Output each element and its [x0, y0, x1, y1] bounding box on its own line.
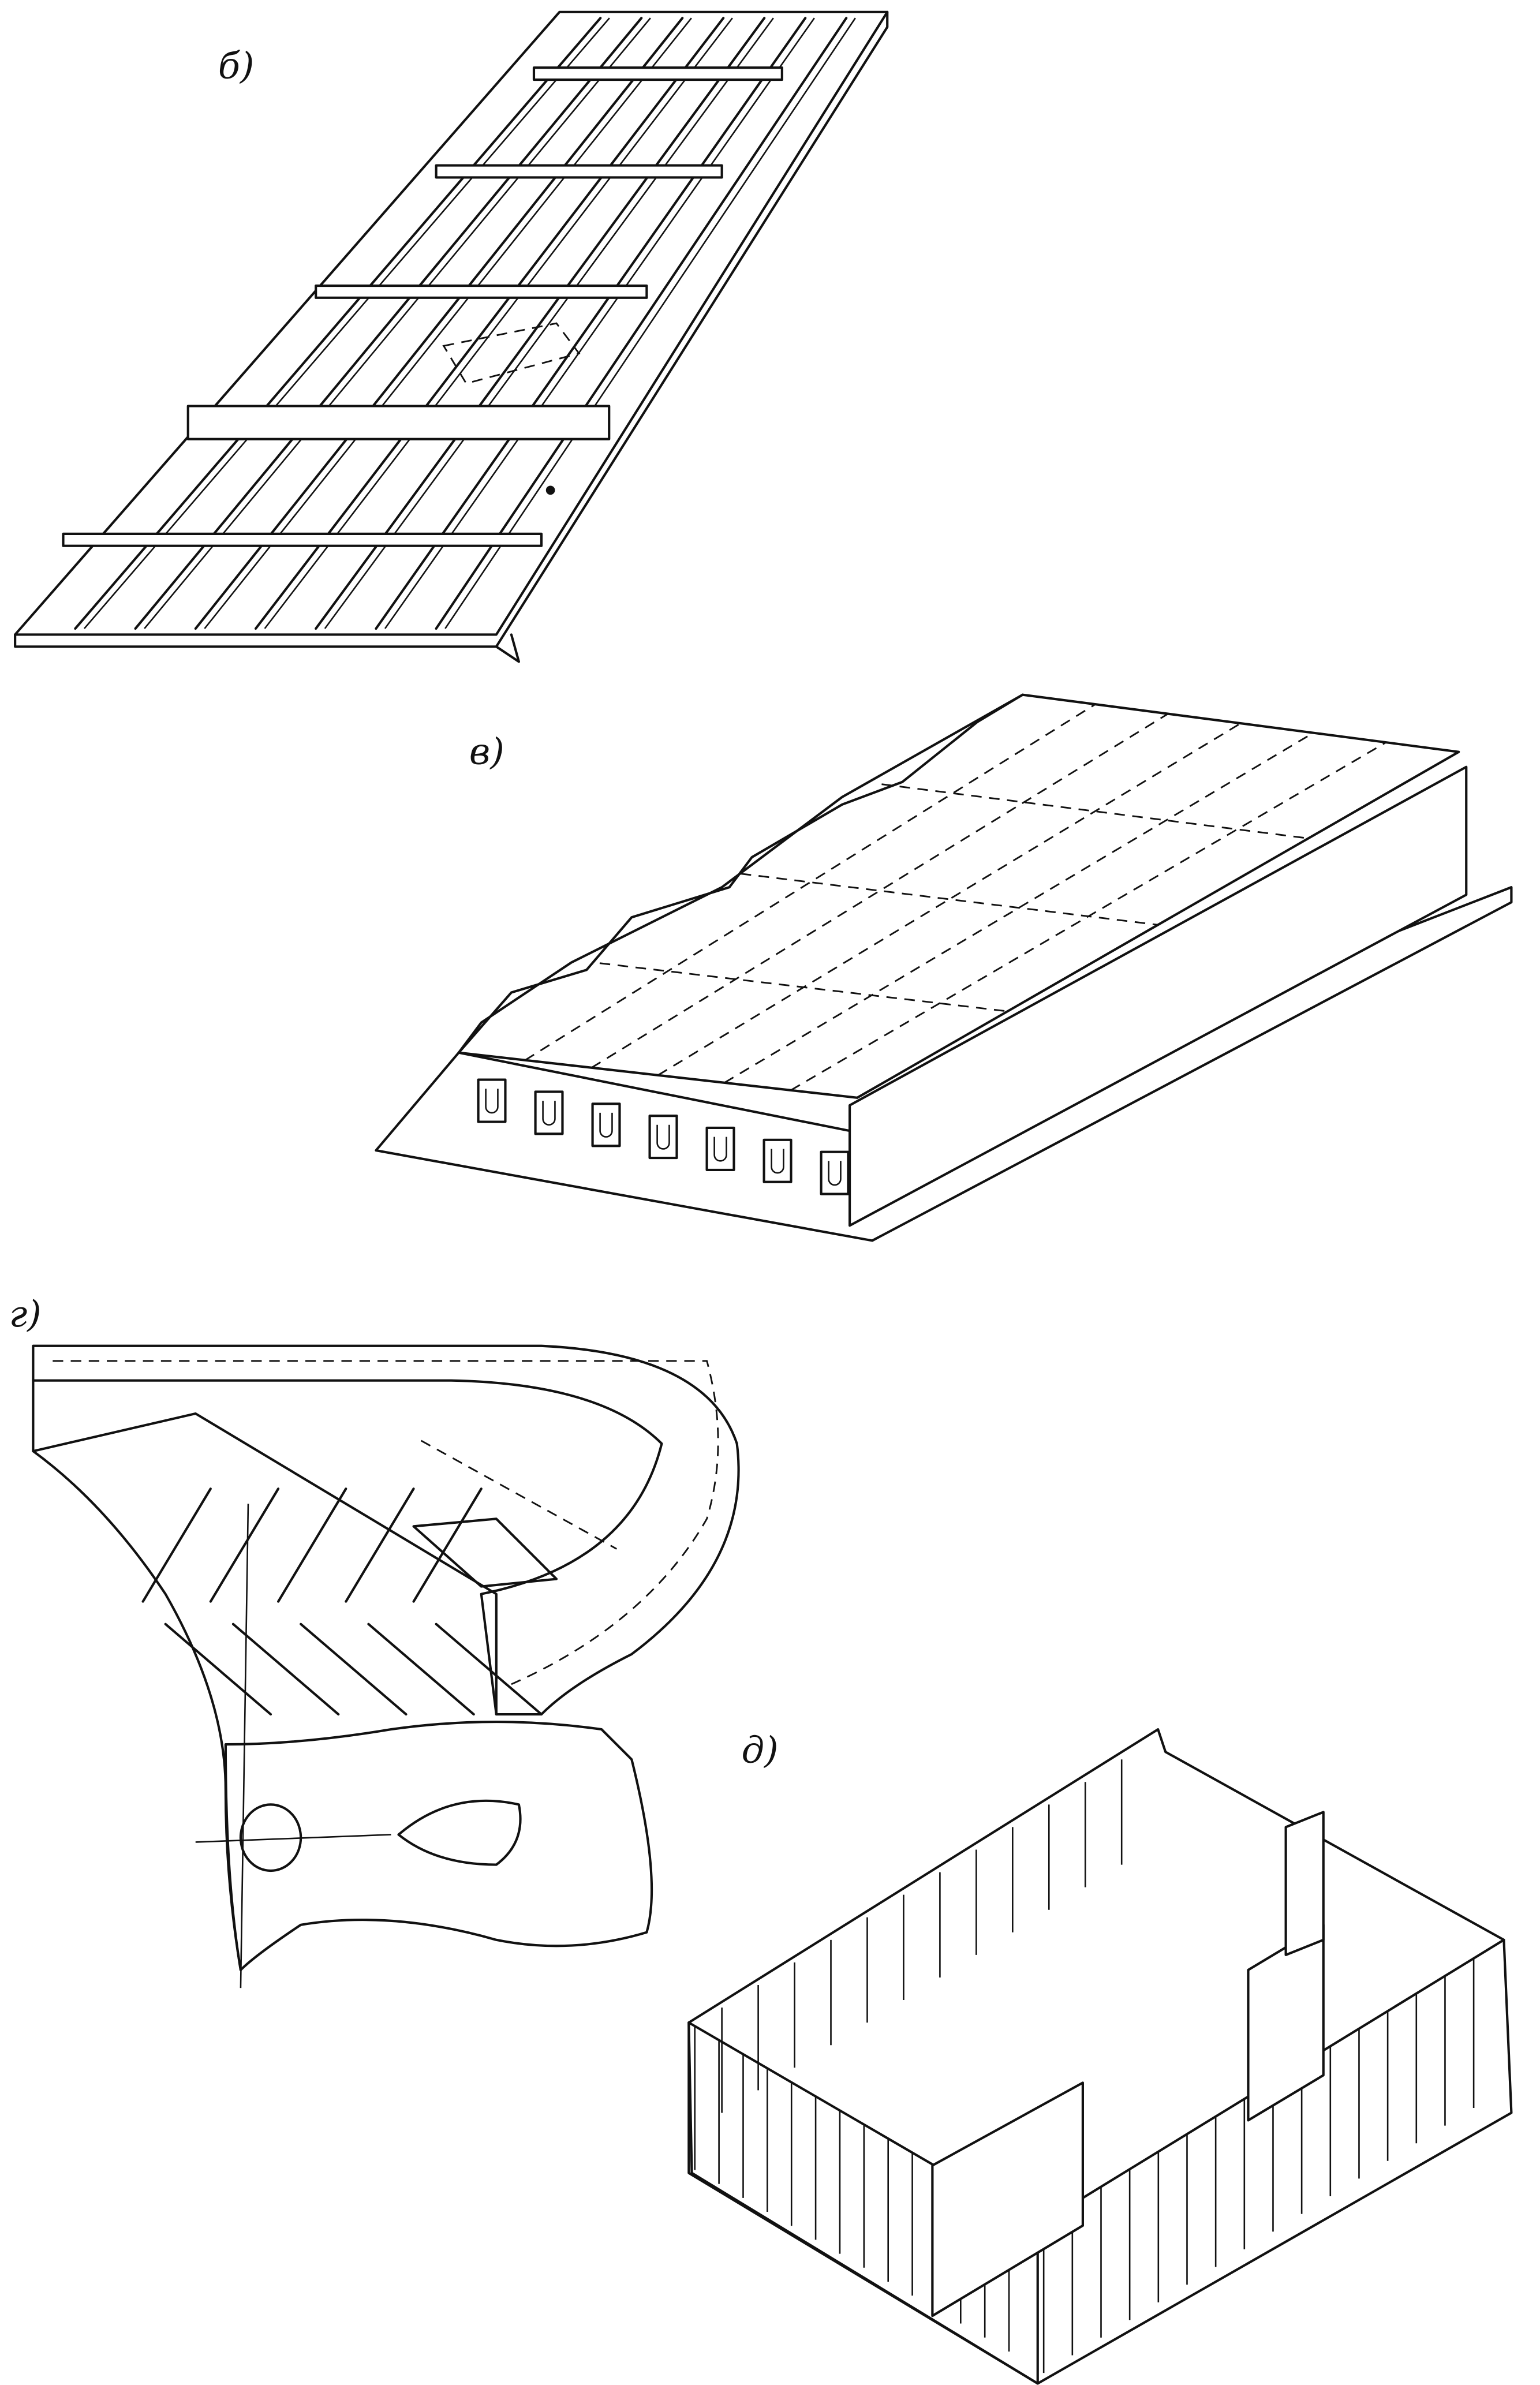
- stiffener-line: [384, 17, 815, 629]
- transverse-frame: [435, 164, 723, 179]
- panel-b-stiffened-plate: б): [14, 10, 889, 663]
- stiffener-line: [144, 17, 651, 629]
- stiffener-line: [375, 17, 807, 630]
- panel-v-double-bottom: в): [375, 693, 1513, 1242]
- vertical-stiffeners: [694, 1759, 1475, 2373]
- lightening-hole: [771, 1149, 784, 1174]
- frame-line: [231, 1623, 340, 1716]
- dashed-line: [724, 732, 1314, 1084]
- dashed-line: [591, 713, 1169, 1068]
- transverse-frame: [315, 284, 648, 299]
- transverse-frame: [62, 532, 543, 547]
- lightening-hole: [656, 1124, 670, 1150]
- floors: [477, 1078, 850, 1195]
- floor-plate: [705, 1126, 735, 1172]
- lightening-hole: [542, 1101, 556, 1126]
- stiffener-line: [254, 17, 725, 630]
- lightening-hole: [599, 1112, 613, 1138]
- transverse-frames: [62, 66, 783, 547]
- frame-line: [345, 1487, 415, 1603]
- frame-line: [276, 1487, 347, 1603]
- stiffener-line: [264, 17, 733, 629]
- floor-plate: [534, 1090, 564, 1135]
- stiffener-line: [194, 17, 684, 630]
- stiffener-line: [315, 17, 766, 630]
- panel-g-bow-section: г): [9, 1293, 740, 1988]
- panel-label-g: г): [9, 1293, 42, 1335]
- stiffener-line: [134, 17, 643, 630]
- dashed-line: [741, 873, 1158, 926]
- panel-label-v: в): [469, 730, 504, 772]
- stiffener-line: [435, 17, 848, 630]
- stiffener-line: [324, 17, 774, 629]
- frame-line: [141, 1487, 212, 1603]
- panel-d-bulkhead-block: д): [687, 1728, 1513, 2385]
- lightening-hole: [713, 1137, 727, 1162]
- dashed-line: [599, 962, 1008, 1012]
- hidden-structure-lines: [525, 703, 1387, 1091]
- panel-label-b: б): [218, 44, 255, 87]
- dashed-line: [657, 722, 1242, 1076]
- stiffener-line: [74, 17, 602, 630]
- longitudinal-stiffeners: [74, 17, 856, 630]
- floor-plate: [477, 1078, 507, 1123]
- lightening-hole: [828, 1161, 842, 1186]
- floor-plate: [762, 1138, 793, 1183]
- lightening-hole: [485, 1089, 499, 1114]
- transverse-frame: [532, 66, 783, 81]
- dashed-line: [525, 703, 1096, 1061]
- frame-line: [300, 1623, 408, 1716]
- panel-label-d: д): [741, 1729, 778, 1771]
- floor-plate: [820, 1150, 850, 1195]
- floor-plate: [648, 1115, 678, 1160]
- stiffener-line: [444, 17, 856, 629]
- frame-line: [367, 1623, 475, 1716]
- transverse-frame: [186, 405, 611, 440]
- stiffener-line: [204, 17, 692, 629]
- frame-line: [435, 1623, 543, 1716]
- floor-plate: [591, 1102, 621, 1147]
- frame-line: [412, 1487, 483, 1603]
- stiffener-line: [83, 17, 610, 629]
- frame-line: [209, 1487, 280, 1603]
- bow-frames: [141, 1487, 543, 1716]
- frame-line: [164, 1623, 272, 1716]
